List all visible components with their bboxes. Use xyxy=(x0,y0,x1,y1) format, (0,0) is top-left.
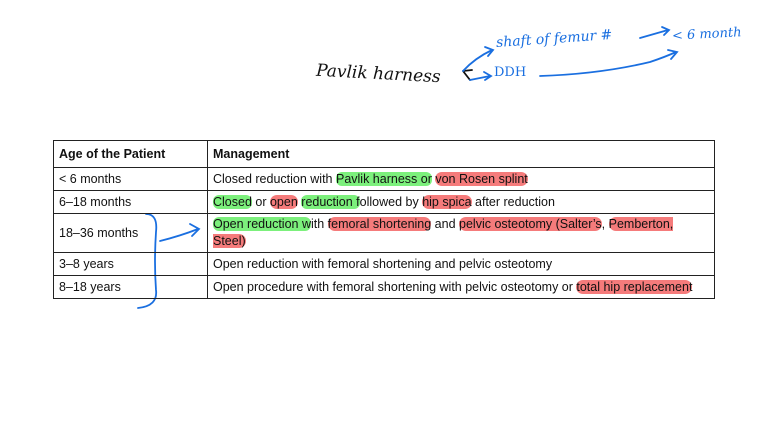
blue-split-arrow-down xyxy=(469,71,493,81)
handwritten-ddh: DDH xyxy=(494,65,527,80)
red-highlight: total hip replacement xyxy=(576,279,693,294)
header-management: Management xyxy=(207,140,715,168)
red-highlight: von Rosen splint xyxy=(435,171,528,186)
age-cell: 18–36 months xyxy=(53,213,208,253)
text-segment: or xyxy=(251,194,270,209)
table-row: 3–8 years Open reduction with femoral sho… xyxy=(53,252,715,276)
green-highlight: reduction f xyxy=(301,194,360,209)
management-cell: Open reduction with femoral shortening a… xyxy=(207,252,715,276)
age-cell: 8–18 years xyxy=(53,275,208,299)
text-segment: Open reduction with femoral shortening a… xyxy=(213,256,553,271)
management-cell: Closed reduction with Pavlik harness or … xyxy=(207,167,715,191)
management-cell: Closed or open reduction followed by hip… xyxy=(207,190,715,214)
text-segment: ith xyxy=(310,217,328,231)
red-highlight: pelvic osteotomy (Salter’s xyxy=(459,217,602,231)
age-cell: < 6 months xyxy=(53,167,208,191)
green-highlight: Pavlik harness or xyxy=(335,171,432,186)
handwritten-pavlik-harness: Pavlik harness xyxy=(315,60,442,88)
red-highlight: femoral shortening xyxy=(327,217,432,231)
text-segment: Open procedure with femoral shortening w… xyxy=(213,279,577,294)
red-highlight: open xyxy=(269,194,298,209)
table-header-row: Age of the Patient Management xyxy=(53,140,715,168)
black-split-bracket xyxy=(462,69,473,81)
management-cell: Open procedure with femoral shortening w… xyxy=(207,275,715,299)
text-segment: Closed reduction with xyxy=(213,171,336,186)
blue-arrow-from-ddh xyxy=(539,49,679,77)
age-cell: 6–18 months xyxy=(53,190,208,214)
black-split-arrow-up xyxy=(462,46,495,72)
header-age: Age of the Patient xyxy=(53,140,208,168)
blue-arrow-to-month xyxy=(639,26,671,39)
management-table: Age of the Patient Management < 6 months… xyxy=(53,140,715,299)
handwritten-under-6-month: < 6 month xyxy=(671,25,742,44)
management-cell: Open reduction with femoral shortening a… xyxy=(207,213,715,253)
text-segment: after reduction xyxy=(471,194,555,209)
red-highlight: hip spica xyxy=(422,194,472,209)
text-segment: ollowed by xyxy=(359,194,423,209)
green-highlight: Closed xyxy=(213,194,252,209)
green-highlight: Open reduction w xyxy=(213,217,311,231)
table-row: 8–18 years Open procedure with femoral sh… xyxy=(53,275,715,299)
age-cell: 3–8 years xyxy=(53,252,208,276)
handwritten-shaft-of-femur: shaft of femur # xyxy=(495,26,613,52)
text-segment: , xyxy=(601,217,609,231)
text-segment: and xyxy=(431,217,460,231)
